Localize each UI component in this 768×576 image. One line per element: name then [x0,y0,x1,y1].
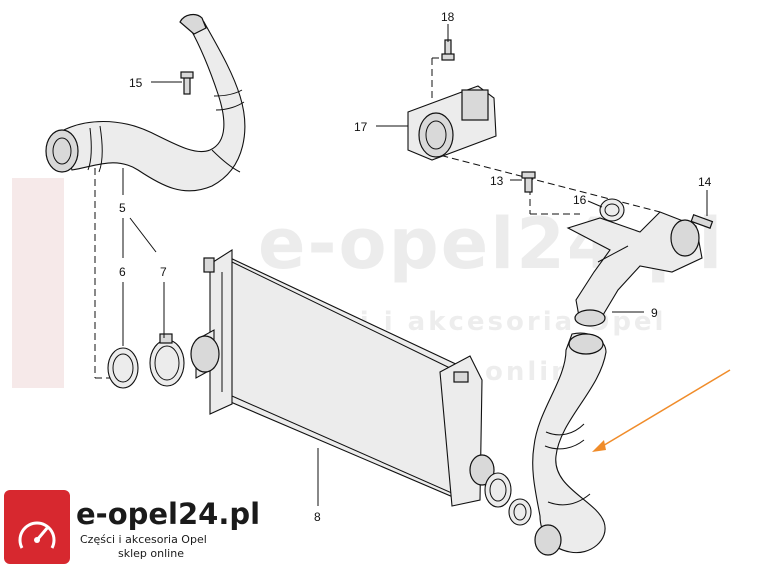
callout-16: 16 [573,193,587,207]
callout-numbers: 18 15 17 13 14 16 5 6 7 9 8 [119,10,712,524]
callout-18: 18 [441,10,455,24]
callout-13: 13 [490,174,504,188]
logo-badge [4,490,70,564]
callout-15: 15 [129,76,143,90]
hose-5-open-end [45,129,79,173]
logo-shop: sklep online [118,547,184,560]
part-13-bolt [521,171,536,193]
logo-tagline: Części i akcesoria Opel [80,533,207,546]
part-5-upper-hose [45,13,246,192]
part-17-throttle-body [407,85,497,161]
part-9-outlet-pipe [566,211,703,327]
hose-5-clip [179,13,207,35]
brand-logo: e-opel24.pl Części i akcesoria Opel skle… [4,490,260,564]
part-8-intercooler [190,248,495,507]
watermark-badge [12,178,64,388]
part-6-seal-ring [107,347,139,389]
pointer-arrow [592,369,731,452]
callout-8: 8 [314,510,321,524]
callout-6: 6 [119,265,126,279]
outlet-clamp [484,472,512,508]
lower-hose [532,332,607,556]
part-16-seal [599,198,625,222]
callout-5: 5 [119,201,126,215]
logo-domain: e-opel24.pl [76,497,260,531]
outlet-seal-ring [508,498,532,526]
part-7-clamp [149,333,185,387]
callout-14: 14 [698,175,712,189]
speedometer-icon [18,521,56,549]
leaders [122,24,708,506]
part-14-bolt [690,213,714,229]
callout-7: 7 [160,265,167,279]
callout-9: 9 [651,306,658,320]
part-18-bolt [441,39,455,61]
callout-17: 17 [354,120,368,134]
part-15-bolt [180,71,194,95]
